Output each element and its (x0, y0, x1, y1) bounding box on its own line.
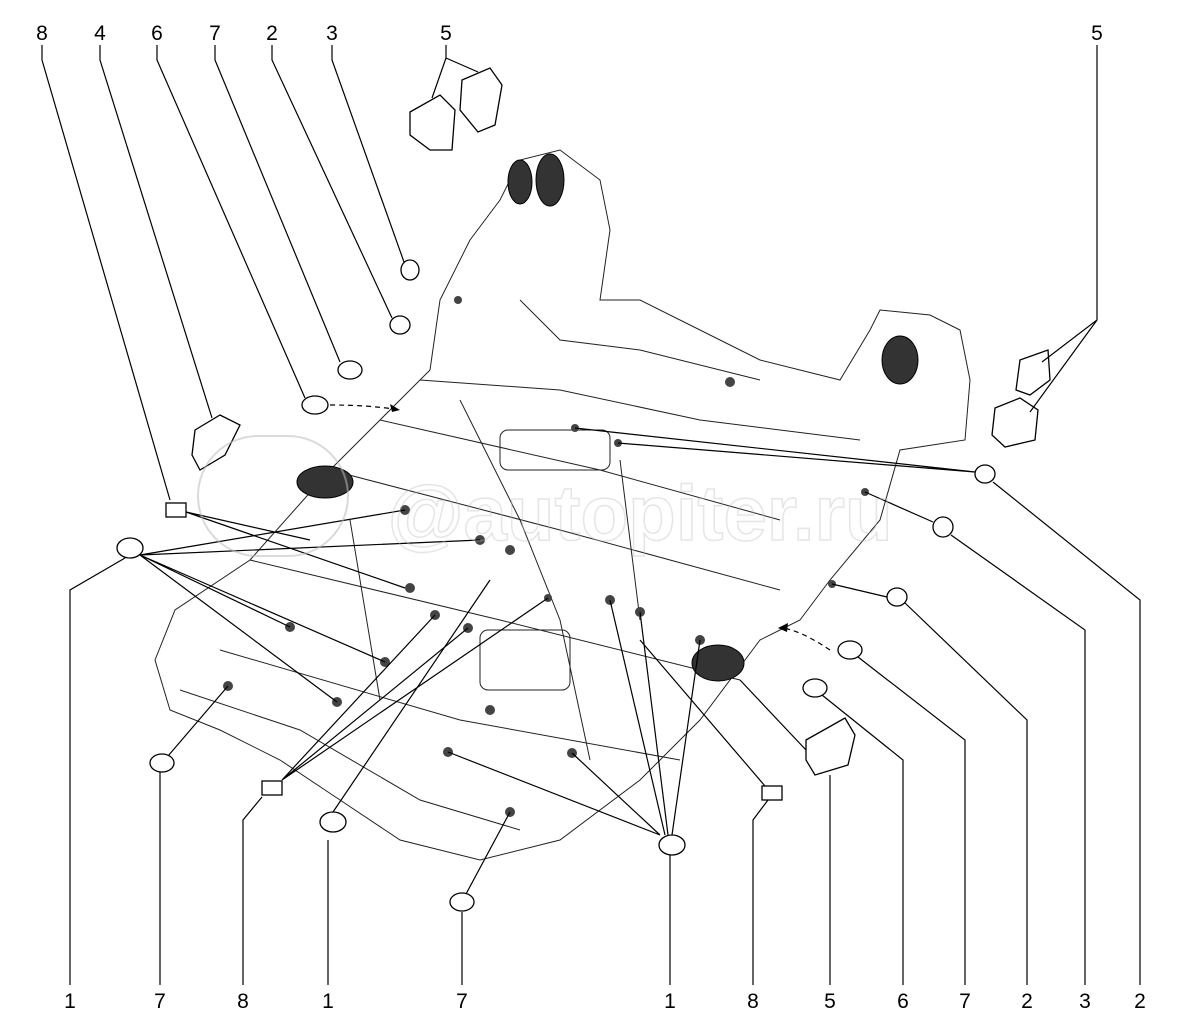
part-5-right-a (1015, 349, 1051, 396)
callout-label: 4 (94, 22, 106, 45)
callout-label: 1 (64, 990, 76, 1013)
callout-label: 5 (440, 22, 452, 45)
callout-label: 3 (1079, 990, 1091, 1013)
pad-right-sill (691, 644, 745, 682)
part-8-b (261, 780, 283, 796)
svg-text:@autopiter.ru: @autopiter.ru (387, 469, 892, 557)
leader-lines (41, 45, 1141, 985)
pad-front-left (535, 153, 565, 207)
part-4 (191, 414, 241, 471)
callout-label: 7 (209, 22, 221, 45)
part-8-a (165, 502, 187, 518)
dashed-arrow-right (781, 627, 831, 651)
part-8-c (761, 785, 783, 801)
callout-label: 2 (1021, 990, 1033, 1013)
callout-label: 8 (36, 22, 48, 45)
pad-left-sill (296, 465, 354, 499)
callout-label: 8 (747, 990, 759, 1013)
pad-front-left-small (507, 159, 533, 205)
part-5-bottom (805, 717, 856, 776)
callout-label: 7 (959, 990, 971, 1013)
callout-label: 5 (1091, 22, 1103, 45)
sound-pads (296, 153, 919, 682)
floor-pan-body (154, 149, 971, 861)
pad-front-right (881, 335, 919, 385)
part-5-top-b (459, 67, 503, 133)
callout-label: 8 (237, 990, 249, 1013)
part-5-right-b (991, 397, 1039, 448)
callout-label: 1 (664, 990, 676, 1013)
dashed-arrow-left (329, 404, 401, 411)
callout-label: 6 (897, 990, 909, 1013)
callout-label: 5 (824, 990, 836, 1013)
loose-parts (116, 67, 1051, 912)
callout-label: 6 (151, 22, 163, 45)
watermark: @autopiter.ru (197, 435, 893, 558)
part-5-top-a (409, 94, 456, 151)
callout-label: 1 (322, 990, 334, 1013)
callout-label: 7 (154, 990, 166, 1013)
callout-label: 7 (456, 990, 468, 1013)
bottom-labels: 1 7 8 1 7 1 8 5 6 7 2 3 2 (64, 990, 1146, 1013)
callout-label: 2 (1134, 990, 1146, 1013)
top-labels: 8 4 6 7 2 3 5 5 (36, 22, 1103, 45)
callout-label: 3 (326, 22, 338, 45)
callout-label: 2 (266, 22, 278, 45)
